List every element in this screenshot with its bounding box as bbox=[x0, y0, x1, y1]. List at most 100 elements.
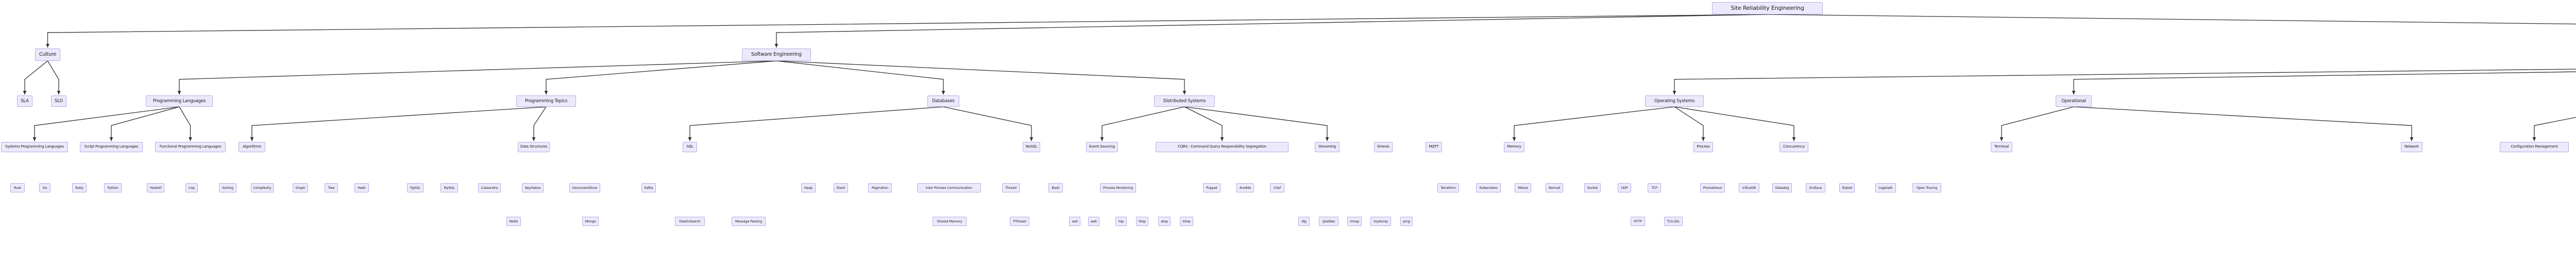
node-label: Python bbox=[107, 185, 118, 190]
edge-opl-to-term bbox=[1999, 106, 2074, 141]
node-sock[interactable]: Socket bbox=[1584, 183, 1601, 192]
node-mysql[interactable]: MySQL bbox=[440, 183, 458, 192]
node-bash[interactable]: Bash bbox=[1048, 183, 1063, 192]
edge-root-to-l2c bbox=[1767, 14, 2576, 25]
node-cfgm[interactable]: Configuration Management bbox=[2500, 142, 2569, 152]
node-ruby[interactable]: Ruby bbox=[72, 183, 87, 192]
node-sql[interactable]: SQL bbox=[683, 142, 697, 152]
node-label: SLA bbox=[21, 98, 29, 104]
node-mqtt[interactable]: MQTT bbox=[1426, 142, 1442, 152]
node-fpl[interactable]: Functional Programming Languages bbox=[155, 142, 226, 152]
node-atop[interactable]: atop bbox=[1158, 217, 1171, 226]
node-ipc[interactable]: Inter Process Communication bbox=[917, 183, 981, 192]
node-net4[interactable]: Network bbox=[2401, 142, 2422, 152]
node-http[interactable]: HTTP bbox=[1631, 217, 1645, 226]
node-hask[interactable]: Haskell bbox=[147, 183, 164, 192]
node-cqrs[interactable]: CQRS - Command Query Responsibility Segr… bbox=[1156, 142, 1289, 152]
node-tls[interactable]: TLS-SSL bbox=[1664, 217, 1683, 226]
node-sort[interactable]: Sorting bbox=[219, 183, 236, 192]
node-proc2[interactable]: Process Monitoring bbox=[1100, 183, 1136, 192]
node-label: Ruby bbox=[75, 185, 83, 190]
node-label: SLO bbox=[55, 98, 63, 104]
node-label: Memory bbox=[1507, 144, 1521, 149]
node-udp[interactable]: UDP bbox=[1618, 183, 1631, 192]
node-infl[interactable]: InfluxDB bbox=[1739, 183, 1759, 192]
node-dstore[interactable]: DocumentStore bbox=[569, 183, 600, 192]
node-nomad[interactable]: Nomad bbox=[1546, 183, 1563, 192]
node-l2a[interactable]: Culture bbox=[35, 49, 60, 61]
node-tree[interactable]: Tree bbox=[325, 183, 338, 192]
node-pthr[interactable]: PThread bbox=[1010, 217, 1029, 226]
node-term[interactable]: Terminal bbox=[1991, 142, 2012, 152]
node-chef[interactable]: Chef bbox=[1270, 183, 1284, 192]
node-mesos[interactable]: Mesos bbox=[1515, 183, 1531, 192]
node-thr[interactable]: Thread bbox=[1002, 183, 1020, 192]
node-scpl[interactable]: Script Programming Languages bbox=[80, 142, 143, 152]
node-db[interactable]: Databases bbox=[927, 95, 959, 107]
node-otrac[interactable]: Open Tracing bbox=[1912, 183, 1941, 192]
node-proc[interactable]: Process bbox=[1693, 142, 1713, 152]
node-awk[interactable]: awk bbox=[1088, 217, 1099, 226]
node-iotop[interactable]: iotop bbox=[1180, 217, 1193, 226]
node-dig[interactable]: dig bbox=[1298, 217, 1310, 226]
node-graf[interactable]: Grafana bbox=[1806, 183, 1825, 192]
edge-os-to-mem bbox=[1512, 106, 1675, 141]
node-py[interactable]: Python bbox=[104, 183, 122, 192]
node-tf[interactable]: Terraform bbox=[1437, 183, 1459, 192]
node-iptab[interactable]: iptables bbox=[1319, 217, 1338, 226]
node-nmap[interactable]: nmap bbox=[1347, 217, 1362, 226]
node-strm[interactable]: Streaming bbox=[1315, 142, 1340, 152]
node-es2[interactable]: ElasticSearch bbox=[675, 217, 705, 226]
node-spl[interactable]: Systems Programming Languages bbox=[1, 142, 68, 152]
node-ansi[interactable]: Ansible bbox=[1236, 183, 1254, 192]
node-k8s[interactable]: Kubernetes bbox=[1476, 183, 1501, 192]
node-hash[interactable]: Hash bbox=[354, 183, 369, 192]
node-pl[interactable]: Programming Languages bbox=[146, 95, 213, 107]
node-kv[interactable]: Key/Value bbox=[522, 183, 544, 192]
node-datad[interactable]: Datadog bbox=[1772, 183, 1792, 192]
node-cplx[interactable]: Complexity bbox=[251, 183, 274, 192]
node-kafka[interactable]: Kafka bbox=[641, 183, 656, 192]
node-grph[interactable]: Graph bbox=[293, 183, 308, 192]
node-pgsql[interactable]: PgSQL bbox=[407, 183, 423, 192]
node-es[interactable]: Event Sourcing bbox=[1086, 142, 1118, 152]
node-prom[interactable]: Prometheus bbox=[1700, 183, 1725, 192]
node-sla[interactable]: SLA bbox=[17, 95, 32, 107]
node-stat[interactable]: Statsd bbox=[1839, 183, 1855, 192]
node-nosql[interactable]: NoSQL bbox=[1023, 142, 1040, 152]
node-lisp[interactable]: Lisp bbox=[185, 183, 198, 192]
node-mem[interactable]: Memory bbox=[1504, 142, 1524, 152]
node-label: Bash bbox=[1052, 185, 1060, 190]
node-ds[interactable]: Distributed Systems bbox=[1154, 95, 1215, 107]
node-l2b[interactable]: Software Engineering bbox=[742, 49, 811, 61]
node-shmem[interactable]: Shared Memory bbox=[933, 217, 967, 226]
node-mongo[interactable]: Mongo bbox=[582, 217, 599, 226]
node-alg[interactable]: Algorithms bbox=[239, 142, 265, 152]
node-go[interactable]: Go bbox=[39, 183, 50, 192]
node-pag[interactable]: Pagination bbox=[868, 183, 892, 192]
node-os[interactable]: Operating Systems bbox=[1645, 95, 1704, 107]
node-ping[interactable]: ping bbox=[1400, 217, 1413, 226]
node-label: Configuration Management bbox=[2511, 144, 2558, 149]
node-slo[interactable]: SLO bbox=[51, 95, 66, 107]
node-top[interactable]: top bbox=[1115, 217, 1127, 226]
node-dstr[interactable]: Data Structures bbox=[518, 142, 550, 152]
node-stack[interactable]: Stack bbox=[834, 183, 848, 192]
node-root[interactable]: Site Reliability Engineering bbox=[1712, 2, 1823, 14]
node-htop[interactable]: htop bbox=[1136, 217, 1148, 226]
node-opl[interactable]: Operational bbox=[2056, 95, 2092, 107]
node-pt[interactable]: Programming Topics bbox=[516, 95, 576, 107]
node-sed[interactable]: sed bbox=[1069, 217, 1080, 226]
node-logst[interactable]: Logstash bbox=[1875, 183, 1896, 192]
node-redis[interactable]: Redis bbox=[506, 217, 521, 226]
node-tcp[interactable]: TCP bbox=[1648, 183, 1661, 192]
node-conc[interactable]: Concurrency bbox=[1780, 142, 1808, 152]
node-label: Script Programming Languages bbox=[84, 144, 139, 149]
node-heap[interactable]: Heap bbox=[801, 183, 816, 192]
node-puppet[interactable]: Puppet bbox=[1203, 183, 1221, 192]
node-tcpd[interactable]: tcpdump bbox=[1370, 217, 1391, 226]
node-msgp[interactable]: Message Passing bbox=[732, 217, 766, 226]
node-knss[interactable]: Kinesis bbox=[1374, 142, 1393, 152]
node-rust[interactable]: Rust bbox=[10, 183, 25, 192]
node-cass[interactable]: Cassandra bbox=[478, 183, 501, 192]
